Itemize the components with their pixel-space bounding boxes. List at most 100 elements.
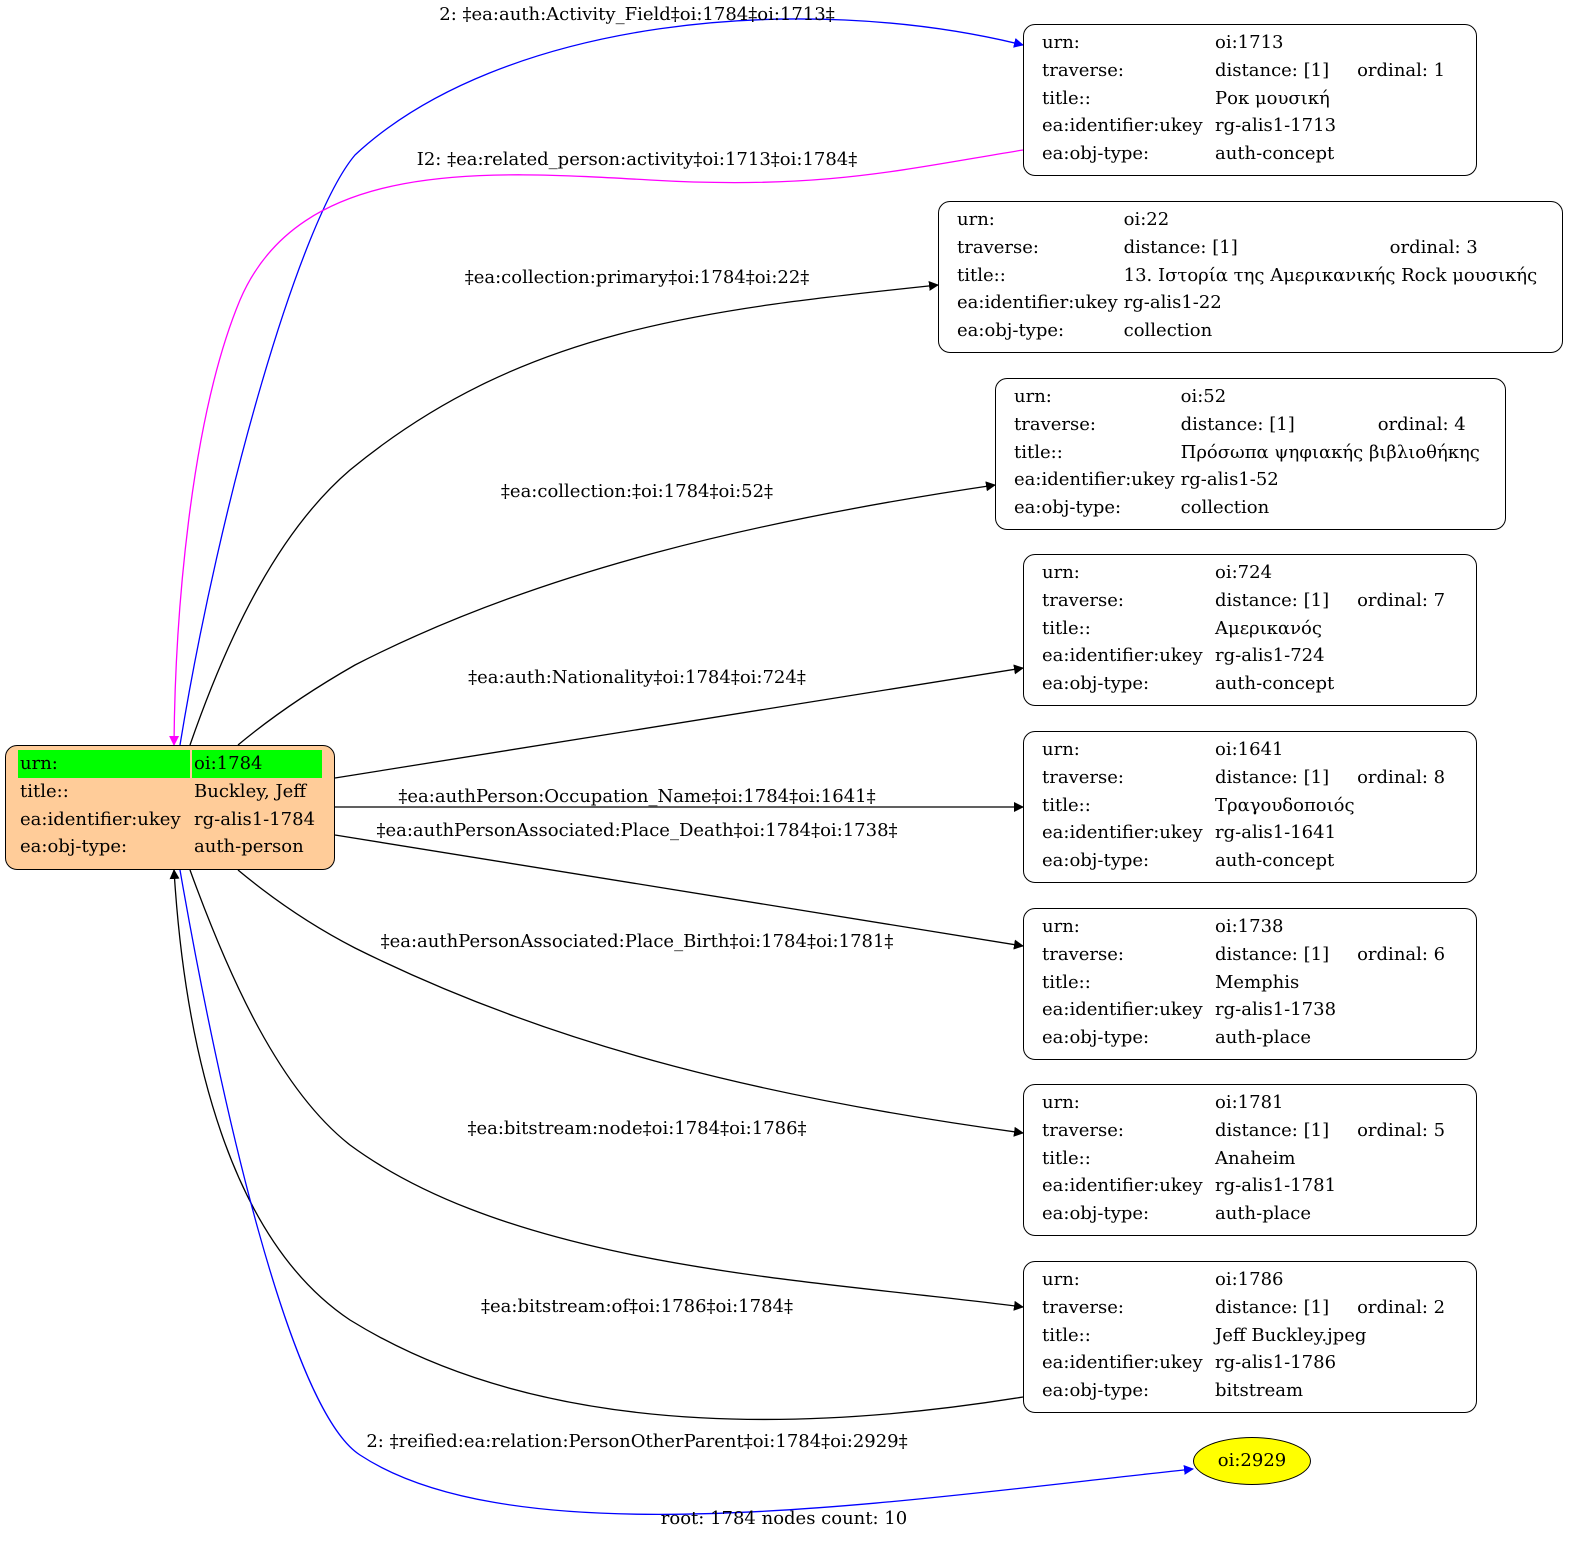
ordinal-value: ordinal: 8	[1357, 766, 1446, 788]
field-key: ea:identifier:ukey	[1042, 999, 1203, 1021]
type-value: auth-concept	[1215, 673, 1335, 695]
field-key: urn:	[1042, 562, 1080, 583]
field-value: rg-alis1-1784	[194, 808, 316, 830]
distance-value: distance: [1]	[1215, 59, 1330, 81]
node-oi-1713: urn: oi:1713 traverse: distance: [1] ordina…	[1023, 24, 1477, 176]
title-value: Τραγουδοποιός	[1215, 794, 1355, 816]
field-key: title::	[1042, 794, 1091, 816]
field-key: traverse:	[1014, 413, 1096, 435]
edge-label: ‡ea:authPersonAssociated:Place_Death‡oi:…	[376, 820, 897, 841]
field-value: auth-person	[194, 836, 304, 858]
ordinal-value: ordinal: 4	[1377, 413, 1466, 435]
ukey-value: rg-alis1-1781	[1215, 1175, 1337, 1197]
edge-bitstream-of: ‡ea:bitstream:of‡oi:1786‡oi:1784‡	[169, 869, 1024, 1421]
root-node: urn:oi:1784 title::Buckley, Jeff ea:iden…	[5, 745, 335, 870]
title-value: Memphis	[1215, 971, 1300, 993]
edge-collection: ‡ea:collection:‡oi:1784‡oi:52‡	[237, 481, 996, 746]
type-value: collection	[1123, 320, 1213, 342]
ukey-value: rg-alis1-1641	[1215, 822, 1337, 844]
field-key: urn:	[957, 209, 995, 230]
type-value: auth-place	[1215, 1027, 1311, 1049]
distance-value: distance: [1]	[1215, 1119, 1330, 1141]
node-label: oi:2929	[1217, 1450, 1287, 1471]
title-value: Anaheim	[1215, 1147, 1296, 1169]
ordinal-value: ordinal: 6	[1357, 943, 1446, 965]
edge-label: ‡ea:authPerson:Occupation_Name‡oi:1784‡o…	[398, 786, 875, 807]
field-key: title::	[20, 780, 69, 802]
field-key: title::	[1042, 617, 1091, 639]
ukey-value: rg-alis1-1713	[1215, 115, 1337, 137]
distance-value: distance: [1]	[1215, 943, 1330, 965]
edge-label: I2: ‡ea:related_person:activity‡oi:1713‡…	[417, 149, 858, 170]
field-key: traverse:	[1042, 59, 1124, 81]
field-key: traverse:	[957, 236, 1039, 258]
ukey-value: rg-alis1-22	[1123, 292, 1222, 314]
edge-label: ‡ea:authPersonAssociated:Place_Birth‡oi:…	[381, 931, 894, 952]
edge-label: 2: ‡reified:ea:relation:PersonOtherParen…	[366, 1431, 907, 1452]
field-key: urn:	[1042, 32, 1080, 53]
field-key: traverse:	[1042, 589, 1124, 611]
edge-occupation: ‡ea:authPerson:Occupation_Name‡oi:1784‡o…	[335, 786, 1024, 812]
field-key: traverse:	[1042, 1296, 1124, 1318]
field-key: ea:identifier:ukey	[957, 292, 1118, 314]
edge-activity-field: 2: ‡ea:auth:Activity_Field‡oi:1784‡oi:17…	[179, 4, 1024, 746]
urn-value: oi:724	[1215, 562, 1273, 583]
urn-value: oi:1713	[1215, 32, 1284, 53]
node-oi-1781: urn:oi:1781 traverse:distance: [1]ordina…	[1023, 1084, 1477, 1236]
edge-label: ‡ea:bitstream:of‡oi:1786‡oi:1784‡	[481, 1296, 793, 1317]
field-key: ea:identifier:ukey	[1042, 1352, 1203, 1374]
edge-label: 2: ‡ea:auth:Activity_Field‡oi:1784‡oi:17…	[439, 4, 834, 25]
field-key: title::	[1014, 441, 1063, 463]
field-key: ea:obj-type:	[1042, 1380, 1150, 1402]
distance-value: distance: [1]	[1123, 236, 1238, 258]
urn-value: oi:1641	[1215, 739, 1284, 760]
field-key: ea:identifier:ukey	[1042, 822, 1203, 844]
edge-collection-primary: ‡ea:collection:primary‡oi:1784‡oi:22‡	[189, 267, 939, 746]
field-key: title::	[957, 264, 1006, 286]
field-key: traverse:	[1042, 766, 1124, 788]
field-value: Buckley, Jeff	[194, 780, 307, 802]
type-value: auth-concept	[1215, 143, 1335, 165]
field-key: ea:obj-type:	[20, 836, 128, 858]
field-key: ea:obj-type:	[1042, 143, 1150, 165]
distance-value: distance: [1]	[1180, 413, 1295, 435]
type-value: collection	[1180, 497, 1270, 519]
edge-nationality: ‡ea:auth:Nationality‡oi:1784‡oi:724‡	[334, 664, 1024, 779]
field-key: ea:identifier:ukey	[1042, 115, 1203, 137]
edge-label: ‡ea:bitstream:node‡oi:1784‡oi:1786‡	[467, 1118, 806, 1139]
field-key: urn:	[1042, 916, 1080, 937]
title-value: 13. Ιστορία της Αμερικανικής Rock μουσικ…	[1123, 264, 1538, 286]
edge-place-death: ‡ea:authPersonAssociated:Place_Death‡oi:…	[334, 820, 1024, 950]
ordinal-value: ordinal: 3	[1389, 236, 1478, 258]
field-key: traverse:	[1042, 943, 1124, 965]
node-oi-2929: oi:2929	[1193, 1437, 1311, 1485]
ukey-value: rg-alis1-1786	[1215, 1352, 1337, 1374]
field-key: urn:	[1042, 1092, 1080, 1113]
field-key: ea:identifier:ukey	[20, 808, 181, 830]
field-key: urn:	[18, 750, 190, 778]
edge-person-other-parent: 2: ‡reified:ea:relation:PersonOtherParen…	[179, 869, 1194, 1515]
node-oi-1738: urn:oi:1738 traverse:distance: [1]ordina…	[1023, 908, 1477, 1060]
edge-label: ‡ea:auth:Nationality‡oi:1784‡oi:724‡	[468, 667, 806, 688]
ordinal-value: ordinal: 7	[1357, 589, 1446, 611]
field-key: urn:	[1042, 1269, 1080, 1290]
field-key: ea:obj-type:	[1042, 850, 1150, 872]
field-key: title::	[1042, 1324, 1091, 1346]
title-value: Αμερικανός	[1215, 617, 1322, 639]
urn-value: oi:1786	[1215, 1269, 1284, 1290]
field-key: ea:identifier:ukey	[1042, 645, 1203, 667]
urn-value: oi:52	[1180, 386, 1227, 407]
field-value: oi:1784	[192, 750, 322, 778]
field-key: ea:obj-type:	[1042, 1027, 1150, 1049]
distance-value: distance: [1]	[1215, 1296, 1330, 1318]
ordinal-value: ordinal: 5	[1357, 1119, 1446, 1141]
type-value: auth-concept	[1215, 850, 1335, 872]
ukey-value: rg-alis1-1738	[1215, 999, 1337, 1021]
title-value: Ροκ μουσική	[1215, 87, 1330, 109]
edge-label: ‡ea:collection:‡oi:1784‡oi:52‡	[501, 481, 773, 502]
field-key: title::	[1042, 971, 1091, 993]
node-oi-1641: urn:oi:1641 traverse:distance: [1]ordina…	[1023, 731, 1477, 883]
ordinal-value: ordinal: 1	[1357, 59, 1446, 81]
distance-value: distance: [1]	[1215, 589, 1330, 611]
urn-value: oi:1781	[1215, 1092, 1284, 1113]
